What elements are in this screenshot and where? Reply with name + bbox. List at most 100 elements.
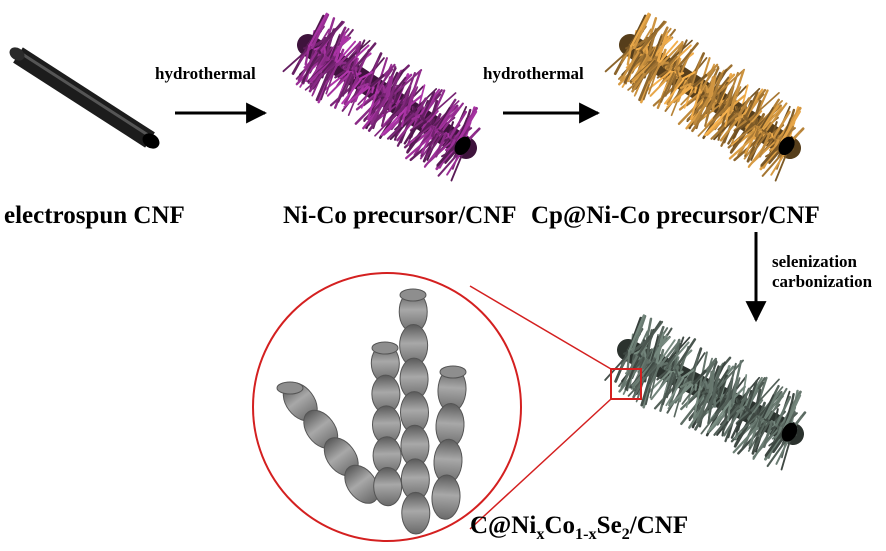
needle [326,71,352,97]
needle [670,73,678,96]
needle [650,371,674,401]
needle [761,394,775,420]
zoom-line-top [469,285,612,370]
needle [712,359,744,395]
needle [736,411,753,426]
needle [710,112,739,140]
nanorod [431,365,467,520]
needle [385,76,392,98]
needle [759,104,780,131]
needle [657,348,665,368]
needle [760,141,783,167]
needle [656,339,676,366]
fiber-end [781,422,798,442]
needle [436,107,451,130]
needle [343,55,356,70]
nanorod-bead [373,467,403,507]
needle [658,339,681,368]
needle [698,102,723,123]
needle [761,391,780,421]
needle [308,12,328,47]
needle [434,128,439,132]
needle [743,114,750,123]
needle [337,41,361,66]
needle [753,420,771,450]
needle [619,49,641,82]
needle [674,368,679,377]
needle [282,45,312,73]
needle [695,390,712,424]
label-selenization: selenization [772,252,857,271]
needle [714,98,718,103]
needle [711,72,724,100]
needle [632,13,652,50]
needle [724,71,739,108]
needle [631,59,656,82]
needle [342,73,354,97]
needle [764,102,788,134]
needle [309,59,333,82]
needle [708,106,729,126]
needle [430,130,442,147]
needle [663,78,685,105]
final-part-prefix: C@Ni [470,512,537,539]
needle [673,42,684,75]
needle [734,115,743,121]
needle [705,84,710,97]
needle [694,393,717,431]
needle [350,42,362,75]
needle [691,353,700,384]
cp-nico-precursor-fiber [604,12,805,182]
needle [680,389,709,426]
needle [624,354,640,391]
needle [775,395,792,427]
nanorod-bead [431,474,461,520]
needle [390,98,395,103]
needle [759,107,774,130]
needle [400,107,407,128]
needle [659,41,684,66]
needle [749,132,768,159]
needle [643,361,655,377]
label-step3: selenization carbonization [772,252,872,292]
electrospun-cnf-rod [9,47,160,149]
needle [671,373,677,397]
needle [681,368,696,379]
needle [325,63,339,85]
needle [438,106,459,132]
needle [369,94,389,125]
needle [657,40,679,65]
needle [691,98,716,133]
needle [651,35,663,61]
needle [297,49,319,82]
needle [406,69,422,111]
needle [436,141,459,167]
needle [321,59,334,74]
needle [712,365,722,395]
needle [649,71,675,97]
needle [628,314,646,352]
needle [689,89,701,121]
needle [692,385,702,420]
needle [387,109,411,131]
needle [367,98,393,132]
needle [762,421,773,448]
needle [644,59,656,74]
needle [380,107,407,136]
needle [337,72,353,103]
needle [693,94,712,126]
needle [440,128,444,134]
needle [782,394,802,431]
needle [744,405,752,414]
needle [751,399,764,415]
needle [741,414,759,432]
nanorod-tip [399,288,427,302]
needle [604,350,632,381]
final-part-1mx: 1-x [575,525,597,543]
needle [772,110,791,139]
needle [656,68,670,79]
needle [334,68,348,79]
needle [640,49,644,55]
needle [757,419,768,438]
needle [665,55,678,70]
